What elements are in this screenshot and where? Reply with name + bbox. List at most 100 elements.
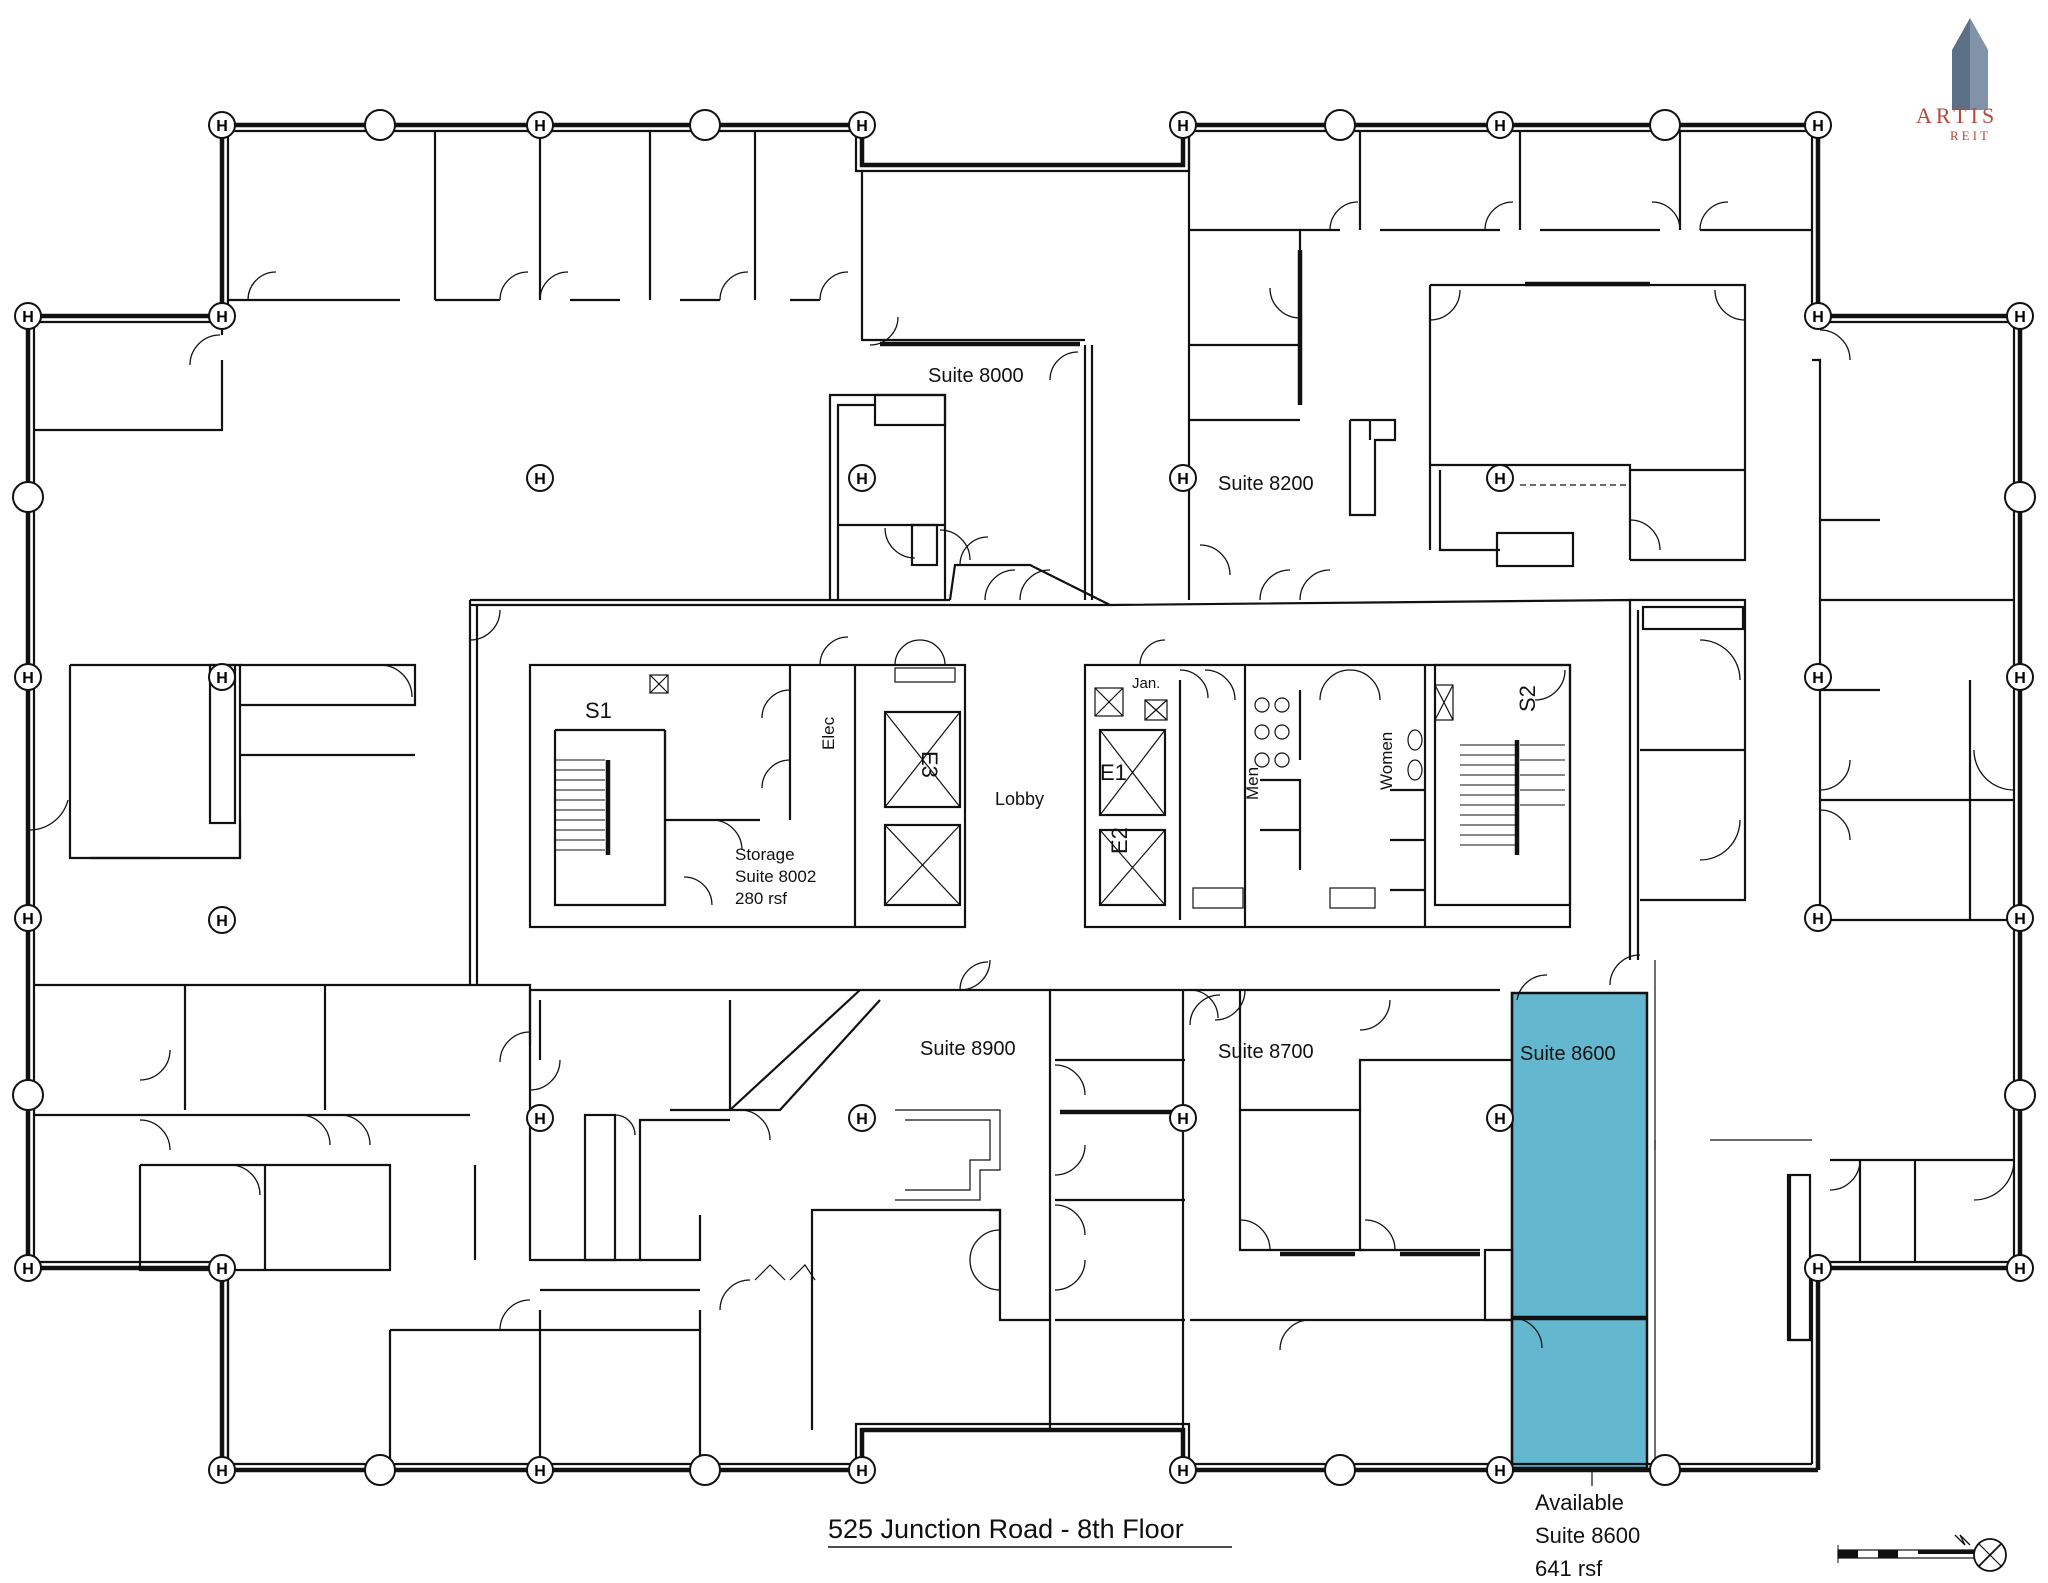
column-h-mark: H — [856, 118, 868, 135]
column-h-mark: H — [1177, 1463, 1189, 1480]
column-h-mark: H — [2014, 309, 2026, 326]
column-h-mark: H — [22, 1261, 34, 1278]
column-h-icon — [208, 1456, 236, 1484]
column-h-icon — [1486, 1456, 1514, 1484]
column-h-icon — [14, 663, 42, 691]
available-line-3: 641 rsf — [1535, 1556, 1603, 1581]
column-h-icon — [2006, 302, 2034, 330]
column-h-mark: H — [1812, 1261, 1824, 1278]
column-h-icon — [208, 302, 236, 330]
e-offices — [1630, 329, 2015, 1342]
column-h-icon — [208, 1254, 236, 1282]
column-h-mark: H — [1812, 911, 1824, 928]
column-round-icon — [12, 1079, 44, 1111]
column-h-mark: H — [2014, 670, 2026, 687]
column-h-icon — [1169, 1104, 1197, 1132]
column-h-icon — [1486, 111, 1514, 139]
column-h-mark: H — [534, 118, 546, 135]
column-h-icon — [14, 904, 42, 932]
column-round-icon — [1649, 1454, 1681, 1486]
column-h-mark: H — [1812, 309, 1824, 326]
s1-label: S1 — [585, 698, 612, 723]
column-h-icon — [526, 111, 554, 139]
column-h-mark: H — [22, 670, 34, 687]
column-h-mark: H — [22, 911, 34, 928]
column-h-icon — [1486, 464, 1514, 492]
women-label: Women — [1377, 732, 1396, 790]
logo-name: ARTIS — [1916, 103, 1998, 128]
plan-title-text: 525 Junction Road - 8th Floor — [828, 1514, 1184, 1544]
corridor — [469, 569, 1641, 1468]
column-h-mark: H — [534, 471, 546, 488]
scale-bar-icon — [1837, 1545, 1989, 1563]
e1-label: E1 — [1100, 760, 1127, 785]
storage-line-3: 280 rsf — [735, 889, 787, 908]
column-h-icon — [1486, 1104, 1514, 1132]
column-h-mark: H — [1494, 1463, 1506, 1480]
suite-8700-label: Suite 8700 — [1218, 1041, 1314, 1063]
suite-8600-label: Suite 8600 — [1520, 1043, 1616, 1065]
column-h-icon — [848, 111, 876, 139]
plan-title: 525 Junction Road - 8th Floor — [828, 1514, 1232, 1548]
storage-line-2: Suite 8002 — [735, 867, 816, 886]
column-round-icon — [2004, 1079, 2036, 1111]
column-round-icon — [1324, 1454, 1356, 1486]
column-round-icon — [364, 1454, 396, 1486]
column-h-mark: H — [216, 309, 228, 326]
column-round-icon — [12, 481, 44, 513]
nw-offices — [34, 131, 849, 432]
column-round-icon — [689, 1454, 721, 1486]
column-h-icon — [1169, 111, 1197, 139]
column-h-icon — [208, 663, 236, 691]
column-h-icon — [2006, 904, 2034, 932]
column-h-mark: H — [216, 1463, 228, 1480]
column-h-icon — [848, 1104, 876, 1132]
suite-8600-highlight[interactable] — [1510, 991, 1649, 1470]
column-h-icon — [14, 1254, 42, 1282]
suite-8200-label: Suite 8200 — [1218, 473, 1314, 495]
column-h-mark: H — [2014, 1261, 2026, 1278]
column-h-icon — [1804, 904, 1832, 932]
column-h-mark: H — [216, 118, 228, 135]
artis-logo: ARTIS REIT — [1916, 18, 1998, 143]
ne-offices — [1187, 131, 1812, 600]
building-core — [528, 636, 1572, 929]
column-h-mark: H — [1494, 471, 1506, 488]
column-h-icon — [2006, 1254, 2034, 1282]
column-round-icon — [689, 109, 721, 141]
column-round-icon — [2004, 481, 2036, 513]
column-round-icon — [1649, 109, 1681, 141]
column-h-icon — [526, 464, 554, 492]
lobby-walls — [948, 536, 1111, 606]
column-round-icon — [1324, 109, 1356, 141]
lobby-label: Lobby — [995, 789, 1044, 809]
column-h-icon — [208, 111, 236, 139]
column-h-mark: H — [534, 1111, 546, 1128]
column-h-icon — [1804, 302, 1832, 330]
column-h-mark: H — [1177, 471, 1189, 488]
n-central-rooms — [828, 171, 1094, 600]
column-h-mark: H — [22, 309, 34, 326]
column-h-mark: H — [534, 1463, 546, 1480]
available-line-1: Available — [1535, 1490, 1624, 1515]
column-h-icon — [208, 906, 236, 934]
men-label: Men — [1243, 767, 1262, 800]
column-h-mark: H — [856, 1463, 868, 1480]
column-h-mark: H — [2014, 911, 2026, 928]
column-h-icon — [848, 1456, 876, 1484]
suite-8000-label: Suite 8000 — [928, 365, 1024, 387]
north-arrow-icon — [1954, 1534, 2007, 1572]
column-h-mark: H — [856, 471, 868, 488]
column-h-icon — [526, 1456, 554, 1484]
column-h-icon — [1804, 111, 1832, 139]
jan-label: Jan. — [1132, 675, 1160, 692]
elec-label: Elec — [819, 716, 838, 750]
e2-label: E2 — [1107, 827, 1132, 854]
column-h-icon — [1804, 1254, 1832, 1282]
column-h-mark: H — [1812, 670, 1824, 687]
logo-sub: REIT — [1950, 128, 1991, 143]
column-h-mark: H — [1177, 1111, 1189, 1128]
column-h-icon — [1169, 1456, 1197, 1484]
